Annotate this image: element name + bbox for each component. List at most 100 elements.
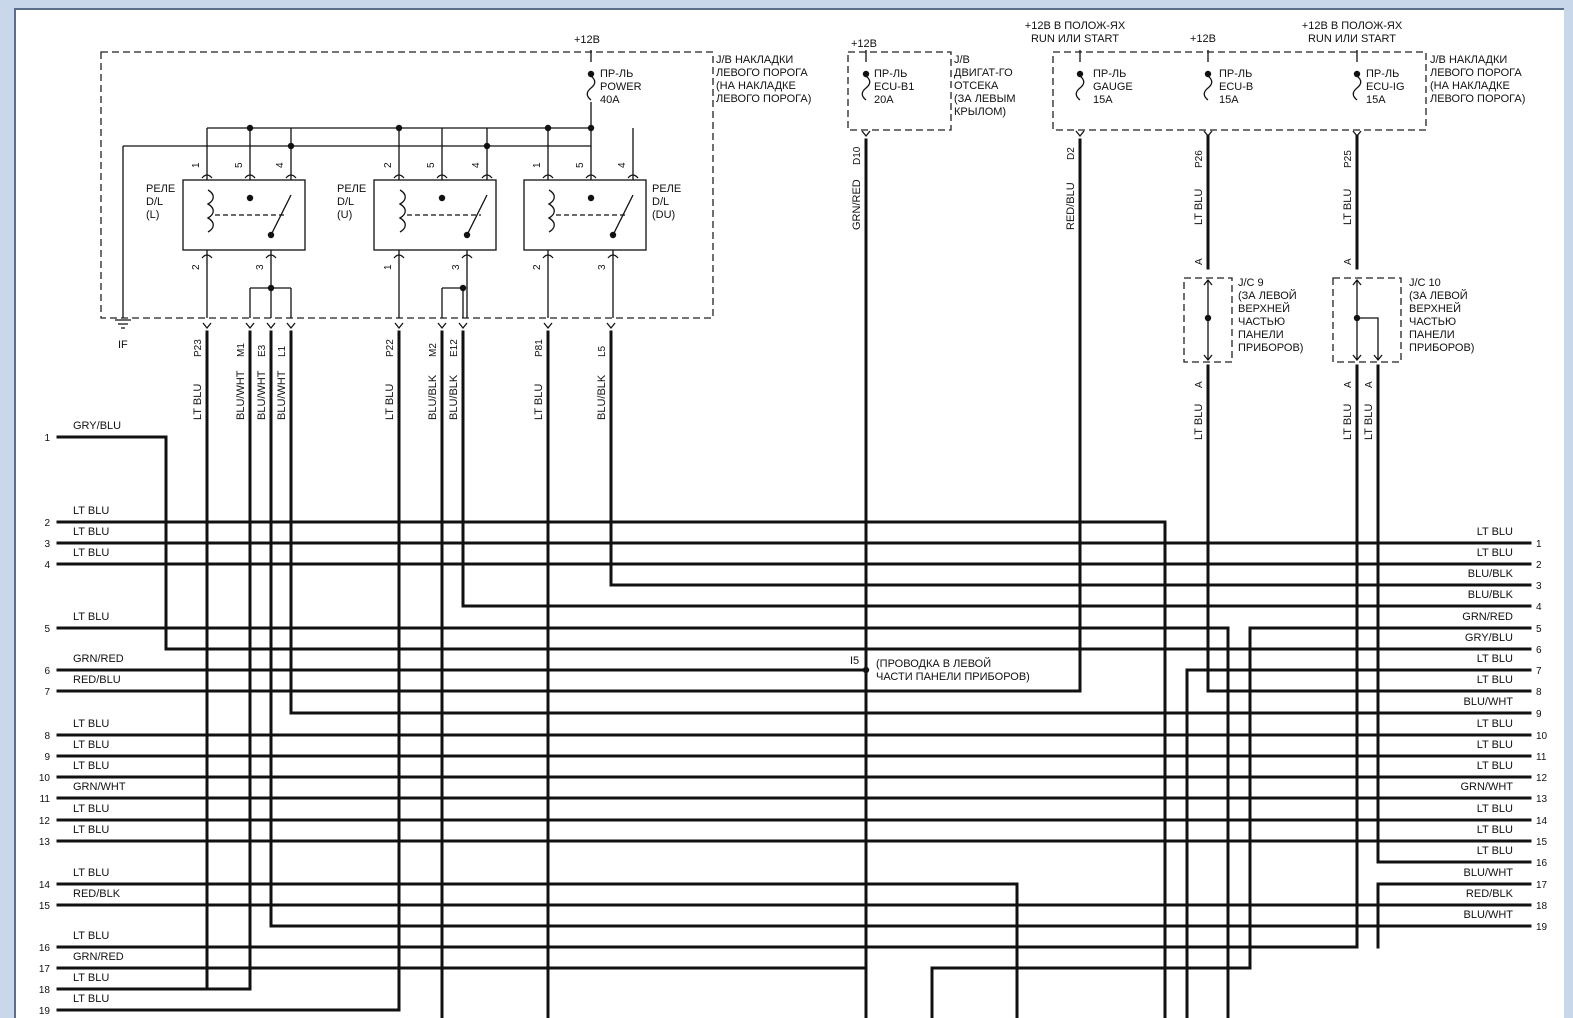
right-pin-number: 18: [1536, 901, 1548, 912]
relay-label: D/L: [652, 196, 669, 208]
right-wire-color: BLU/WHT: [1464, 909, 1514, 921]
jc9-label: (ЗА ЛЕВОЙ: [1238, 289, 1297, 302]
relay-contact: [587, 194, 595, 202]
right-pin-number: 4: [1536, 602, 1542, 613]
relay-label: D/L: [146, 196, 163, 208]
left-wire-color: LT BLU: [73, 824, 109, 836]
wire-color-label: BLU/WHT: [276, 370, 288, 420]
right-wire-color: BLU/WHT: [1464, 696, 1514, 708]
right-pin-number: 12: [1536, 773, 1548, 784]
left-pin-number: 13: [39, 837, 51, 848]
supply-label: RUN ИЛИ START: [1308, 33, 1396, 45]
jb-right-label: ЛЕВОГО ПОРОГА): [1430, 93, 1525, 105]
connector-cap: [627, 174, 639, 179]
jb-left-label: J/B НАКЛАДКИ: [716, 54, 793, 66]
left-pin-number: 7: [44, 687, 50, 698]
splice-i5: [862, 666, 870, 674]
wire: [56, 330, 401, 1012]
supply-label: RUN ИЛИ START: [1031, 33, 1119, 45]
connector-cap: [201, 254, 213, 259]
relay-pin-number: 3: [451, 264, 462, 270]
fuse-node: [587, 70, 595, 78]
right-pin-number: 8: [1536, 687, 1542, 698]
wire-color-label: LT BLU: [1193, 404, 1205, 440]
bus-node: [544, 124, 552, 132]
jb-engine-label: J/B: [954, 54, 970, 66]
splice-note: ЧАСТИ ПАНЕЛИ ПРИБОРОВ): [876, 671, 1030, 683]
relay-contact: [267, 231, 275, 239]
relay-coil: [398, 189, 406, 233]
ground-symbol: [115, 319, 131, 329]
relay-pin-number: 4: [617, 162, 628, 168]
fuse-node: [862, 70, 870, 78]
terminal-label: A: [1194, 258, 1205, 265]
right-pin-number: 13: [1536, 794, 1548, 805]
fuse-node: [1076, 70, 1084, 78]
left-pin-number: 10: [39, 773, 51, 784]
left-pin-number: 15: [39, 901, 51, 912]
connector-arrow: [394, 322, 404, 330]
jc9-node: [1204, 314, 1212, 322]
right-wire-color: RED/BLK: [1466, 888, 1514, 900]
jc10-label: ВЕРХНЕЙ: [1409, 302, 1461, 315]
connector-cap: [481, 174, 493, 179]
left-pin-number: 16: [39, 943, 51, 954]
fuse-gauge: GAUGE: [1093, 81, 1133, 93]
supply-label: +12В: [851, 38, 877, 50]
wire: [1185, 668, 1532, 1018]
wire: [289, 330, 1532, 715]
wire-color-label: RED/BLU: [1065, 182, 1077, 230]
wire-color-label: LT BLU: [192, 384, 204, 420]
terminal-label: P26: [1194, 150, 1205, 168]
terminal-label: A: [1194, 381, 1205, 388]
right-wire-color: LT BLU: [1477, 674, 1513, 686]
bus-node: [287, 142, 295, 150]
fuse-symbol: [1352, 75, 1362, 101]
left-wire-color: RED/BLU: [73, 674, 121, 686]
relay-pin-number: 1: [383, 264, 394, 270]
terminal-label: M2: [428, 343, 439, 357]
connector-arrow: [861, 130, 871, 138]
left-wire-color: LT BLU: [73, 611, 109, 623]
bus-node: [587, 124, 595, 132]
terminal-label: E3: [257, 344, 268, 357]
jb-engine-label: ОТСЕКА: [954, 80, 999, 92]
terminal-label: L5: [597, 345, 608, 357]
wire-color-label: BLU/BLK: [448, 374, 460, 420]
wire: [269, 330, 1532, 928]
left-pin-number: 2: [44, 518, 50, 529]
fuse-symbol: [1075, 75, 1085, 101]
fuse-power: 40A: [600, 94, 620, 106]
connector-cap: [244, 174, 256, 179]
fuse-power: ПР-ЛЬ: [600, 68, 633, 80]
wire: [56, 882, 1019, 1018]
jb-engine-label: (ЗА ЛЕВЫМ: [954, 93, 1016, 105]
fuse-ecu-ig: ПР-ЛЬ: [1366, 68, 1399, 80]
right-pin-number: 19: [1536, 922, 1548, 933]
terminal-label: A: [1343, 381, 1354, 388]
left-pin-number: 12: [39, 816, 51, 827]
jc9-label: ПАНЕЛИ: [1238, 329, 1284, 341]
relay-pin-number: 2: [532, 264, 543, 270]
relay-label: (L): [146, 209, 159, 221]
wire-color-label: BLU/WHT: [256, 370, 268, 420]
wire: [1376, 882, 1532, 949]
connector-cap: [285, 174, 297, 179]
jb-left-label: (НА НАКЛАДКЕ: [716, 80, 796, 92]
right-wire-color: LT BLU: [1477, 653, 1513, 665]
right-wire-color: LT BLU: [1477, 760, 1513, 772]
relay-label: (U): [337, 209, 352, 221]
left-wire-color: LT BLU: [73, 972, 109, 984]
relay-pin-number: 3: [255, 264, 266, 270]
left-wire-color: GRN/RED: [73, 653, 124, 665]
relay-contact: [609, 231, 617, 239]
wire-color-label: LT BLU: [1342, 404, 1354, 440]
right-pin-number: 16: [1536, 858, 1548, 869]
connector-cap: [393, 254, 405, 259]
relay-pin-number: 5: [234, 162, 245, 168]
relay-switch: [612, 194, 634, 236]
jc10-label: ПАНЕЛИ: [1409, 329, 1455, 341]
relay-coil: [547, 189, 555, 233]
fuse-ecu-b: ПР-ЛЬ: [1219, 68, 1252, 80]
relay-pin-number: 1: [191, 162, 202, 168]
